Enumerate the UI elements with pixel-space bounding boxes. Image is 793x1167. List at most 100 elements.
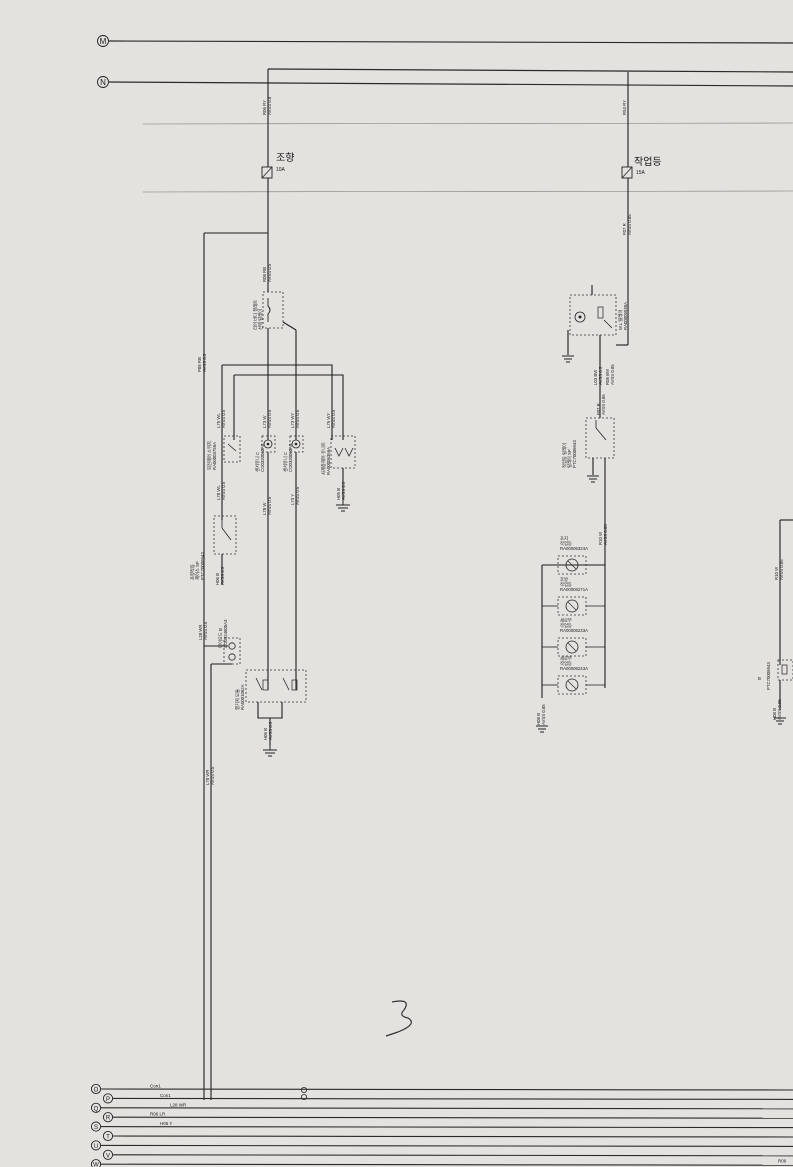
wire-label-b: L73 WAVSS 0.5	[262, 409, 272, 428]
ground-symbol-5	[536, 725, 548, 733]
fuse-name-work-light: 작업등	[634, 155, 662, 168]
circuit-steering: R06 RYAVSS 0.8 조향 10A R08 RBAVSS 0.5 P08…	[189, 69, 356, 1100]
ground-symbol-2	[263, 745, 277, 757]
wire-label-right-b: R08 BWAVSS 0.85	[605, 364, 615, 385]
comp4-label: 사제종제어 유니트RA00006356A	[320, 442, 331, 475]
diode-module: 다이오드 BCO0324600A3	[204, 619, 241, 665]
bottom-bus-label-o: O	[94, 1088, 99, 1094]
wire-label-supply-right: R53 RY	[622, 100, 627, 115]
section-divider-1	[142, 122, 793, 125]
wire-label-i: H06 BAVSS 0.5	[215, 566, 225, 585]
bus-label-n: N	[100, 78, 106, 87]
relay-label-right: W.L 릴레이RA00006530A	[617, 302, 628, 330]
wire-label-right-a: L03 BWAVSS 0.5	[593, 366, 603, 385]
comp5-label: 다이오드 BCO0324600A3	[217, 619, 228, 648]
ground-label-right: H08 BAVSS 0.85	[536, 704, 546, 725]
wire-label-g: L78 WAVSS 0.5	[262, 496, 272, 515]
bottom-bus-s: S H05 Y	[90, 1121, 793, 1132]
handwritten-mark: 3	[385, 1000, 412, 1037]
bottom-bus-label-p: P	[106, 1097, 110, 1103]
bus-label-m: M	[100, 37, 107, 46]
rotation-control-switch: 회전제어 스위치RA00003755A	[206, 435, 241, 470]
bottom-bus-label-v: V	[106, 1153, 110, 1159]
bottom-bus-r: R R06 LR	[102, 1112, 793, 1123]
switch-label: 조향작동제어스 SPPTC70006943	[189, 552, 205, 580]
relay2-label: 열기저 모듈RA0001062A	[234, 684, 245, 710]
top-bus-m: M	[97, 35, 793, 47]
section-divider-2	[142, 190, 793, 193]
wire-label-after-fuse-right: F07 RAVSS 0.85	[622, 214, 632, 235]
edge-wire-b: H08 BAVSS 0.85	[772, 699, 782, 720]
fuse-steering	[261, 166, 273, 179]
ground-symbol-4	[587, 475, 599, 483]
wire-label-a: L75 WLAVSS 0.5	[216, 409, 226, 428]
bottom-bus-label-r: R	[106, 1116, 111, 1122]
wire-label-h: L73 YAVSS 0.5	[290, 486, 300, 505]
edge-wire-a: R10 WAVSS 0.85	[774, 559, 784, 580]
fuse-rating-work-light: 15A	[636, 170, 646, 176]
bottom-bus-wire-p: Con1	[160, 1093, 171, 1098]
wire-label-supply-left: R06 RYAVSS 0.8	[262, 96, 272, 115]
steering-switch: 조향작동제어스 SPPTC70006943	[189, 515, 237, 580]
selector-relay-label: 리어 바디 팔레트선택 릴레이	[252, 300, 264, 330]
wire-label-branch: P08 RBAVSS 0.5	[197, 353, 207, 372]
bottom-bus-v: V	[102, 1149, 793, 1160]
bottom-bus-wire-q: L28 WR	[170, 1102, 187, 1107]
ground-symbol-6	[774, 717, 786, 725]
comp1-label: 회전제어 스위치RA00003755A	[206, 441, 217, 470]
ground-symbol-1	[336, 500, 350, 512]
edge-part: PTC70006943	[766, 662, 771, 690]
bottom-bus-label-q: Q	[94, 1106, 99, 1112]
comp2-label: 센서유니 CCO0320060A3	[254, 443, 265, 472]
bottom-bus-label-s: S	[94, 1125, 98, 1131]
bottom-bus-wire-r: R06 LR	[150, 1112, 166, 1117]
bottom-bus-label-w: W	[93, 1163, 99, 1167]
comp3-label: 센서유니 CCO0320060A3	[282, 443, 293, 472]
bottom-bus-wire-o: Con1	[150, 1084, 161, 1089]
bottom-bus-o: O Con1	[90, 1084, 793, 1095]
bottom-bus-wire-s: H05 Y	[160, 1121, 172, 1126]
wire-label-e: L78 WLAVSS 0.5	[216, 481, 226, 500]
wire-label-k: L78 WRAVSS 0.5	[205, 766, 215, 785]
wire-label-j: L28 WRAVSS 0.5	[198, 621, 208, 640]
sensor-unit-1: 센서유니 CCO0320060A3	[254, 435, 276, 472]
wire-label-after-fuse-left: R08 RBAVSS 0.5	[262, 263, 272, 282]
wire-label-right-c: F07 RAVSS 0.85	[596, 394, 606, 415]
selector-relay: 리어 바디 팔레트선택 릴레이	[252, 291, 284, 330]
bottom-bus-u: U	[90, 1140, 793, 1151]
sensor-unit-2: 센서유니 CCO0320060A3	[282, 435, 304, 472]
circuit-edge: R10 WAVSS 0.85 PTC70006943 B H08 BAVSS 0…	[758, 519, 793, 725]
fuse-rating-steering: 10A	[276, 167, 286, 173]
fuse-name-steering: 조향	[276, 152, 294, 164]
ground-label-1: H05 BAVSS 0.5	[336, 481, 346, 500]
bus-connector-mark	[300, 1087, 307, 1101]
control-unit: 사제종제어 유니트RA00006356A	[320, 435, 356, 475]
heater-relay-module: 열기저 모듈RA0001062A	[234, 669, 307, 710]
bottom-bus-label-t: T	[106, 1135, 110, 1141]
wire-label-d: L75 WYAVSS 0.5	[326, 409, 336, 428]
top-bus-n: N	[97, 68, 793, 88]
bottom-bus-label-u: U	[94, 1144, 98, 1150]
switch-label-right: 작업등 릴레이릴레이 SPPTC70006943	[561, 440, 577, 468]
fuse-work-light	[621, 166, 633, 179]
work-light-switch: 작업등 릴레이릴레이 SPPTC70006943	[561, 417, 615, 468]
wire-label-right-d: R10 WAVSS 0.85	[598, 524, 608, 545]
ground-label-2: H06 BAVSS 0.5	[263, 721, 273, 740]
work-light-relay: W.L 릴레이RA00006530A	[569, 294, 628, 336]
bottom-bus-wire-w: R06	[778, 1159, 787, 1164]
bottom-bus-q: Q L28 WR	[90, 1102, 793, 1113]
bottom-bus-w: W R06	[90, 1159, 793, 1167]
bottom-bus-t: T	[102, 1130, 793, 1142]
bottom-bus-p: P Con1	[102, 1093, 793, 1104]
edge-note: B	[758, 676, 761, 681]
ground-symbol-3	[562, 355, 574, 363]
